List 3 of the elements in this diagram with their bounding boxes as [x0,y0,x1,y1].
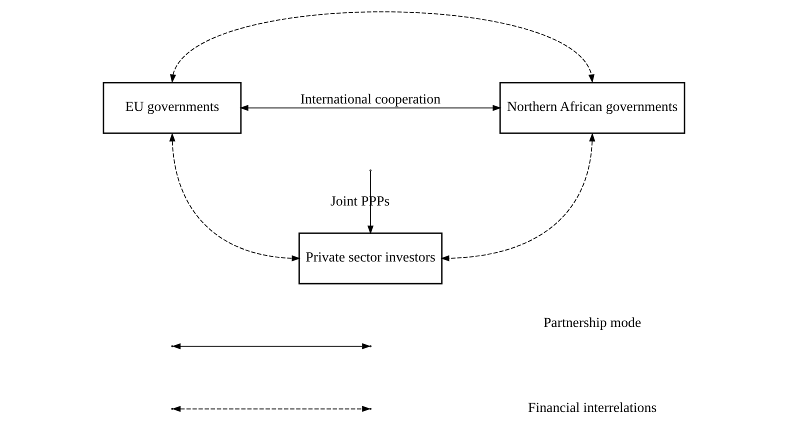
edge-label: International cooperation [300,92,441,108]
legend-label: Financial interrelations [528,401,657,416]
legend-label: Partnership mode [543,316,642,331]
